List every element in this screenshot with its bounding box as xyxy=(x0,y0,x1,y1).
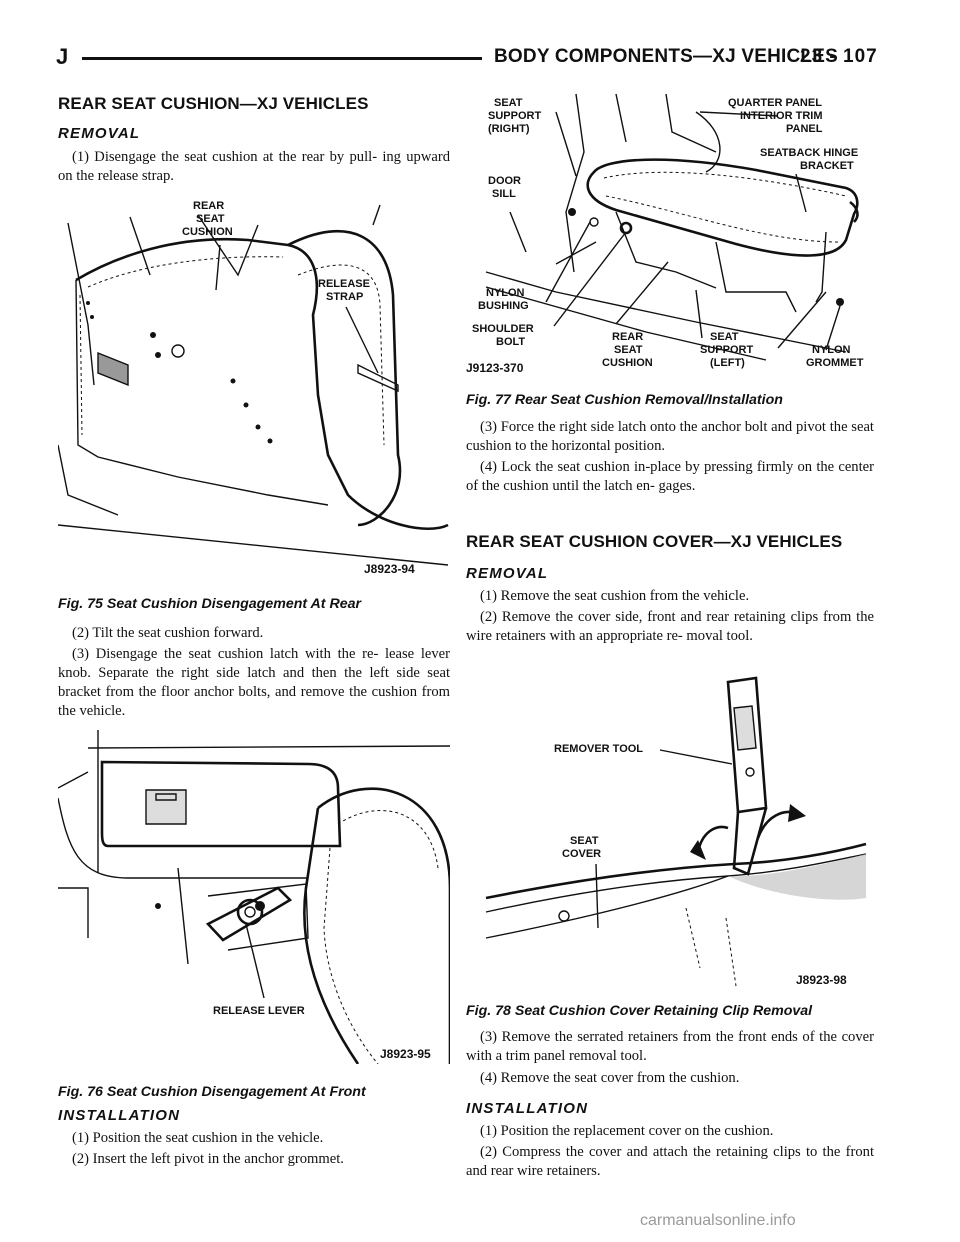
fig78-label-cover: COVER xyxy=(562,848,601,860)
cover-removal-step-1: (1) Remove the seat cushion from the veh… xyxy=(480,588,750,604)
header-letter: J xyxy=(56,44,69,69)
fig77-label-door: DOOR xyxy=(488,175,521,187)
fig78-label-seat: SEAT xyxy=(570,835,599,847)
removal-step-1: (1) Disengage the seat cushion at the re… xyxy=(58,149,450,184)
fig77-label-quarter-panel: QUARTER PANEL xyxy=(728,97,822,109)
figure-78-caption: Fig. 78 Seat Cushion Cover Retaining Cli… xyxy=(466,1003,813,1019)
fig77-label-nylon-2: NYLON xyxy=(812,344,851,356)
fig77-label-seat: SEAT xyxy=(494,97,523,109)
fig77-code: J9123-370 xyxy=(466,361,524,375)
figure-75-illustration: REAR SEAT CUSHION RELEASE STRAP J8923-94 xyxy=(58,195,450,585)
fig77-label-seat-2: SEAT xyxy=(614,344,643,356)
fig76-code: J8923-95 xyxy=(380,1047,431,1061)
cover-removal-step-3: (3) Remove the serrated retainers from t… xyxy=(466,1029,874,1064)
fig75-label-strap: STRAP xyxy=(326,291,363,303)
fig77-label-sill: SILL xyxy=(492,188,516,200)
fig77-label-nylon-1: NYLON xyxy=(486,287,525,299)
subheading-installation-1: INSTALLATION xyxy=(58,1107,181,1124)
fig75-label-seat: SEAT xyxy=(196,213,225,225)
fig77-label-seat-3: SEAT xyxy=(710,331,739,343)
installation-step-3: (3) Force the right side latch onto the … xyxy=(466,419,874,454)
cover-removal-step-4: (4) Remove the seat cover from the cushi… xyxy=(480,1070,740,1086)
subheading-removal-1: REMOVAL xyxy=(58,125,141,142)
installation-step-2: (2) Insert the left pivot in the anchor … xyxy=(72,1151,344,1167)
header-section-title: BODY COMPONENTS—XJ VEHICLES xyxy=(494,46,838,67)
watermark: carmanualsonline.info xyxy=(640,1212,796,1229)
fig75-label-release: RELEASE xyxy=(318,278,370,290)
fig77-label-bolt: BOLT xyxy=(496,336,525,348)
fig77-label-shoulder: SHOULDER xyxy=(472,323,534,335)
subheading-removal-2: REMOVAL xyxy=(466,565,549,582)
fig78-label-remover-tool: REMOVER TOOL xyxy=(554,743,643,755)
header-page-number: 23 - 107 xyxy=(800,46,878,67)
figure-78-illustration: REMOVER TOOL SEAT COVER J8923-98 xyxy=(466,668,874,998)
fig77-label-bracket: BRACKET xyxy=(800,160,854,172)
fig77-label-support-2: SUPPORT xyxy=(700,344,753,356)
fig75-label-rear: REAR xyxy=(193,200,224,212)
fig77-label-left: (LEFT) xyxy=(710,357,745,369)
installation-step-1: (1) Position the seat cushion in the veh… xyxy=(72,1130,324,1146)
figure-77-caption: Fig. 77 Rear Seat Cushion Removal/Instal… xyxy=(466,392,783,408)
fig77-label-support: SUPPORT xyxy=(488,110,541,122)
fig77-label-grommet: GROMMET xyxy=(806,357,864,369)
cover-installation-step-1: (1) Position the replacement cover on th… xyxy=(480,1123,774,1139)
installation-step-4: (4) Lock the seat cushion in-place by pr… xyxy=(466,459,874,494)
fig77-label-panel: PANEL xyxy=(786,123,823,135)
fig77-label-cushion: CUSHION xyxy=(602,357,653,369)
heading-rear-seat-cushion: REAR SEAT CUSHION—XJ VEHICLES xyxy=(58,94,369,113)
figure-76-caption: Fig. 76 Seat Cushion Disengagement At Fr… xyxy=(58,1084,366,1100)
fig77-label-bushing: BUSHING xyxy=(478,300,529,312)
fig77-label-rear: REAR xyxy=(612,331,643,343)
figure-76-illustration: RELEASE LEVER J8923-95 xyxy=(58,728,450,1064)
fig77-label-seatback-hinge: SEATBACK HINGE xyxy=(760,147,858,159)
removal-step-2: (2) Tilt the seat cushion forward. xyxy=(72,625,264,641)
fig76-label-release-lever: RELEASE LEVER xyxy=(213,1005,305,1017)
figure-77-illustration: SEAT SUPPORT (RIGHT) QUARTER PANEL INTER… xyxy=(466,92,874,384)
cover-removal-step-2: (2) Remove the cover side, front and rea… xyxy=(466,609,874,644)
heading-rear-seat-cushion-cover: REAR SEAT CUSHION COVER—XJ VEHICLES xyxy=(466,532,843,551)
cover-installation-step-2: (2) Compress the cover and attach the re… xyxy=(466,1144,874,1179)
removal-step-3: (3) Disengage the seat cushion latch wit… xyxy=(58,646,450,719)
figure-75-caption: Fig. 75 Seat Cushion Disengagement At Re… xyxy=(58,596,361,612)
header-rule xyxy=(82,57,482,60)
fig75-label-cushion: CUSHION xyxy=(182,226,233,238)
subheading-installation-2: INSTALLATION xyxy=(466,1100,589,1117)
fig77-label-interior-trim: INTERIOR TRIM xyxy=(740,110,823,122)
fig78-code: J8923-98 xyxy=(796,973,847,987)
fig75-code: J8923-94 xyxy=(364,562,415,576)
fig77-label-right: (RIGHT) xyxy=(488,123,530,135)
